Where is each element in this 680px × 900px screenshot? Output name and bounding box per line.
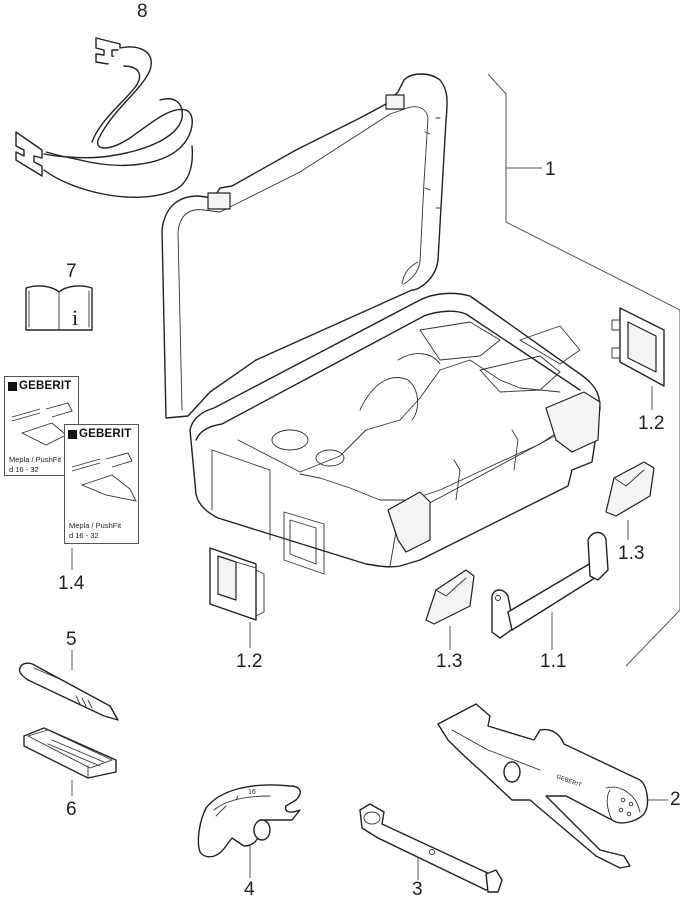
handle xyxy=(491,531,609,639)
label-card-size: d 16 - 32 xyxy=(69,531,99,540)
manual-book-icon: i xyxy=(25,285,93,331)
label-card-size: d 16 - 32 xyxy=(9,465,39,474)
callout-1-2-left: 1.2 xyxy=(236,651,263,672)
latch-insert-left xyxy=(209,547,265,621)
geberit-logo: GEBERIT xyxy=(8,380,72,392)
callout-1-3-left: 1.3 xyxy=(436,651,463,672)
callout-8: 8 xyxy=(137,1,148,22)
callout-1-3-right: 1.3 xyxy=(618,543,645,564)
manual-info-symbol: i xyxy=(72,305,78,330)
callout-5: 5 xyxy=(66,629,77,650)
callout-7: 7 xyxy=(66,261,77,282)
label-card-product: Mepla / PushFit xyxy=(9,455,62,464)
wrench xyxy=(359,803,503,893)
label-card-product: Mepla / PushFit xyxy=(69,521,122,530)
bending-shoe: 16 xyxy=(197,784,301,858)
hydraulic-press-tool: GEBERIT xyxy=(437,703,649,869)
geberit-logo: GEBERIT xyxy=(68,428,132,440)
callout-1-2-right: 1.2 xyxy=(638,413,665,434)
callout-1-4: 1.4 xyxy=(58,573,85,594)
shoulder-strap xyxy=(15,37,194,198)
pencil-box xyxy=(23,727,117,779)
marker-pen xyxy=(18,662,119,721)
case-lid xyxy=(161,73,448,419)
callout-1: 1 xyxy=(545,159,556,180)
callout-4: 4 xyxy=(244,879,255,900)
clip-right xyxy=(605,461,655,517)
press-tool-illustration-icon xyxy=(71,452,137,502)
callout-6: 6 xyxy=(66,799,77,820)
case-bracket-line xyxy=(487,73,680,667)
label-card-front: GEBERIT Mepla / PushFit d 16 - 32 xyxy=(64,424,139,544)
bending-shoe-size-marking: 16 xyxy=(248,789,256,796)
clip-left xyxy=(425,569,475,625)
latch-insert-right xyxy=(611,307,665,387)
case-base xyxy=(189,292,601,575)
callout-3: 3 xyxy=(412,879,423,900)
callout-1-1: 1.1 xyxy=(540,651,567,672)
callout-2: 2 xyxy=(670,789,680,810)
